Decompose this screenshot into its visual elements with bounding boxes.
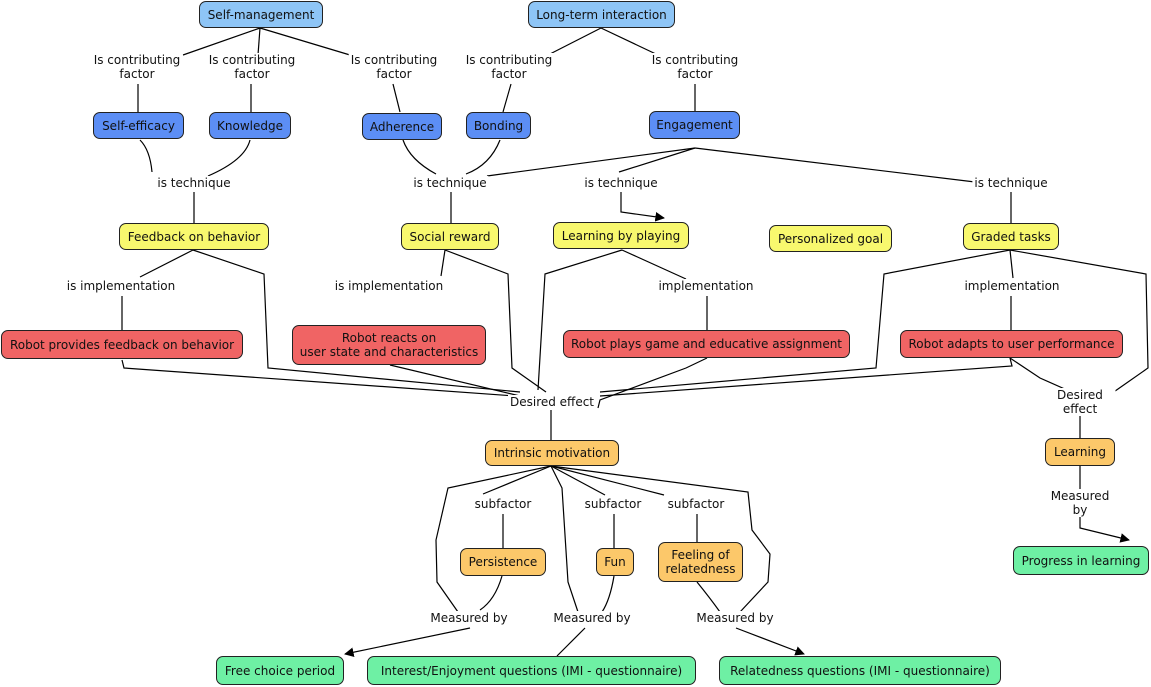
node-knowledge[interactable]: Knowledge <box>209 112 291 139</box>
node-free-choice-period[interactable]: Free choice period <box>216 656 344 685</box>
edge <box>1079 512 1130 543</box>
edge-label-is-technique: is technique <box>582 176 660 190</box>
edge <box>139 139 153 173</box>
node-feedback-on-behavior[interactable]: Feedback on behavior <box>119 223 269 250</box>
node-feeling-of-relatedness[interactable]: Feeling of relatedness <box>658 542 743 582</box>
edge <box>601 575 615 613</box>
edge-label-contributing-factor: Is contributing factor <box>463 53 555 81</box>
edge-label-desired-effect: Desired effect <box>1044 388 1116 416</box>
edge <box>556 627 586 657</box>
edge <box>550 465 579 613</box>
edge <box>392 83 401 113</box>
node-long-term-interaction[interactable]: Long-term interaction <box>528 1 675 28</box>
edge <box>597 357 708 409</box>
edge <box>344 627 471 657</box>
node-graded-tasks[interactable]: Graded tasks <box>963 223 1059 250</box>
node-learning[interactable]: Learning <box>1045 438 1115 466</box>
edge <box>482 465 552 495</box>
node-self-efficacy[interactable]: Self-efficacy <box>93 112 184 139</box>
edge-label-measured-by: Measured by <box>694 611 776 625</box>
node-personalized-goal[interactable]: Personalized goal <box>769 225 892 252</box>
edge <box>444 249 547 393</box>
edge <box>402 139 437 175</box>
node-progress-in-learning[interactable]: Progress in learning <box>1013 546 1149 575</box>
edge-label-measured-by: Measured by <box>428 611 510 625</box>
edge <box>550 465 606 496</box>
edge-label-is-technique: is technique <box>411 176 489 190</box>
edge <box>696 581 721 613</box>
edge-label-contributing-factor: Is contributing factor <box>348 53 440 81</box>
edge <box>259 27 351 56</box>
edge <box>257 27 261 56</box>
edge <box>1009 249 1149 397</box>
edge <box>599 249 1011 393</box>
edge-label-implementation: implementation <box>962 279 1062 293</box>
edge-label-measured-by: Measured by <box>1044 489 1116 517</box>
edge-label-is-implementation: is implementation <box>64 279 178 293</box>
edge-label-subfactor: subfactor <box>472 497 534 511</box>
node-robot-adapts[interactable]: Robot adapts to user performance <box>900 330 1123 358</box>
edge-label-is-technique: is technique <box>972 176 1050 190</box>
node-robot-reacts[interactable]: Robot reacts on user state and character… <box>292 325 486 365</box>
node-persistence[interactable]: Persistence <box>460 548 546 576</box>
edge <box>599 357 1013 397</box>
edge-label-measured-by: Measured by <box>551 611 633 625</box>
edge <box>547 27 602 56</box>
edge <box>502 83 512 113</box>
edge <box>486 147 696 177</box>
edge <box>618 147 696 173</box>
edge <box>121 359 516 397</box>
edge <box>621 249 687 280</box>
edge <box>620 192 665 222</box>
edge <box>139 249 194 278</box>
edge-label-contributing-factor: Is contributing factor <box>649 53 741 81</box>
node-fun[interactable]: Fun <box>596 548 634 576</box>
node-intrinsic-motivation[interactable]: Intrinsic motivation <box>485 440 619 466</box>
edge <box>537 249 623 391</box>
edge-label-subfactor: subfactor <box>582 497 644 511</box>
edge-label-contributing-factor: Is contributing factor <box>206 53 298 81</box>
node-engagement[interactable]: Engagement <box>649 111 740 139</box>
edge <box>550 465 665 496</box>
node-bonding[interactable]: Bonding <box>466 112 531 139</box>
node-relatedness-questions[interactable]: Relatedness questions (IMI - questionnai… <box>719 656 1001 685</box>
node-interest-enjoyment-questions[interactable]: Interest/Enjoyment questions (IMI - ques… <box>367 656 696 685</box>
node-social-reward[interactable]: Social reward <box>401 223 499 250</box>
node-self-management[interactable]: Self-management <box>199 1 323 28</box>
edge <box>694 147 976 183</box>
node-adherence[interactable]: Adherence <box>362 113 442 140</box>
edge <box>479 575 503 611</box>
edge-label-desired-effect: Desired effect <box>507 395 597 409</box>
edge-label-subfactor: subfactor <box>665 497 727 511</box>
edge <box>192 249 521 393</box>
edge <box>550 465 771 613</box>
edge-label-is-technique: is technique <box>155 176 233 190</box>
edge <box>389 364 521 397</box>
node-robot-provides-feedback[interactable]: Robot provides feedback on behavior <box>1 330 243 359</box>
node-learning-by-playing[interactable]: Learning by playing <box>553 222 689 249</box>
edge <box>435 465 552 613</box>
edge-label-implementation: implementation <box>656 279 756 293</box>
edge-label-contributing-factor: Is contributing factor <box>91 53 183 81</box>
edge <box>600 27 659 56</box>
edge <box>465 139 501 175</box>
edge <box>182 27 261 56</box>
edge <box>207 139 251 177</box>
edge <box>1009 249 1014 279</box>
edge <box>735 627 805 656</box>
edge-label-is-implementation: is implementation <box>332 279 446 293</box>
node-robot-plays-game[interactable]: Robot plays game and educative assignmen… <box>563 330 850 358</box>
edge <box>440 249 446 277</box>
